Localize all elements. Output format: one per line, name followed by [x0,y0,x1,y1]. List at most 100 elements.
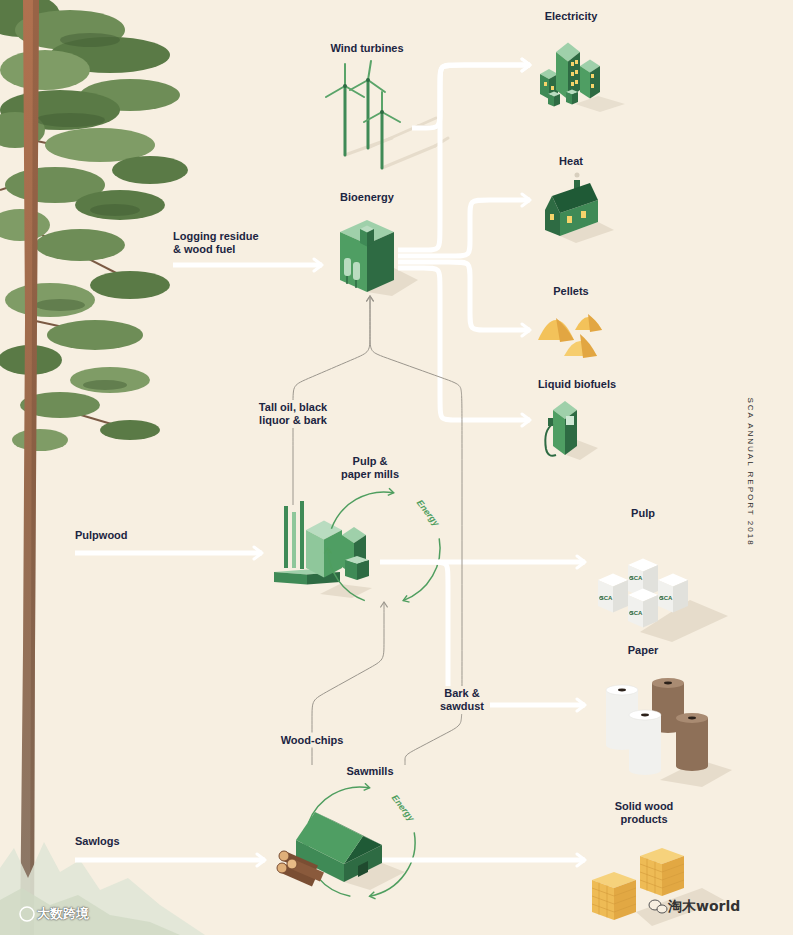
electricity-icon [540,43,625,113]
flow-arrow [398,262,530,330]
electricity-icon [571,82,574,86]
watermark: 大数跨境 [37,905,89,923]
paper-rolls-icon [606,685,638,695]
wind-turbine-icon [382,146,435,168]
electricity-icon [548,92,560,107]
sawmill-icon [358,861,368,877]
residue-stub [293,455,294,505]
fuel-pump-icon [548,418,553,426]
wind-turbine-icon [368,61,371,80]
node-label: Heat [536,155,606,168]
pellets-icon [588,314,602,332]
flow-arrow [398,200,530,256]
icon-node: Sawmills [270,765,410,885]
flow-arrow [293,296,370,455]
node-label: Pulp & paper mills [338,455,402,481]
sawmill-icon [296,812,363,864]
electricity-icon [591,84,594,88]
electricity-icon [556,43,580,100]
electricity-icon [575,70,578,74]
flow-arrow [398,268,530,420]
icon-node: Heat [530,155,610,240]
pine-foliage [5,283,95,317]
electricity-icon [551,86,554,90]
pine-foliage [83,380,127,390]
icon-node: Bioenergy [336,191,398,296]
heat-house-icon [545,173,614,244]
wind-turbine-icon [343,78,384,114]
icon-node: Pellets [530,285,615,360]
pulp-mill-icon [306,521,342,578]
pine-foliage [35,113,105,127]
input-arrow [75,858,265,863]
input-arrow [173,263,322,268]
flow-arrow [410,562,585,705]
wind-turbine-icon [326,61,400,122]
lumber-icon [614,888,636,912]
paper-rolls-icon [676,713,708,723]
bioenergy-plant-icon [344,258,351,276]
input-arrow [75,265,410,860]
watermark-icon [657,905,667,913]
pine-foliage [75,190,165,220]
bioenergy-plant-icon [353,262,360,280]
pellets-icon [538,314,602,358]
flow-label: Bark & sawdust [434,686,490,714]
energy-label: Energy [415,498,442,528]
electricity-icon [575,80,578,84]
wind-turbine-icon [366,78,370,82]
paper-rolls-icon [629,715,661,775]
pine-foliage [70,367,150,393]
sawlogs-icon [279,851,289,861]
bale-logo: SCA [600,595,613,601]
paper-rolls-icon [664,682,672,685]
fuel-pump-icon [545,424,556,456]
heat-house-icon [581,211,586,218]
node-label: Liquid biofuels [531,378,623,391]
bale-logo: SCA [660,595,673,601]
node-label: Wind turbines [323,42,411,55]
pine-foliage [60,33,120,47]
wind-turbine-icon [382,112,400,122]
pulp-mill-icon [284,506,288,568]
energy-cycle [331,492,393,529]
pulp-bales-icon [598,574,628,613]
misty-forest [0,842,205,935]
paper-rolls-icon [629,710,661,720]
pine-foliage [35,229,125,261]
input-arrow [75,551,262,556]
node-label: Paper [613,644,673,657]
pulp-bales-icon [598,559,728,643]
wind-turbine-icon [326,86,345,97]
pellets-icon [556,318,574,342]
electricity-icon [544,82,547,86]
pine-trunk [20,0,39,935]
paper-rolls-icon [618,689,626,692]
wind-turbine-icon [380,110,384,114]
electricity-icon [575,60,578,64]
watermark: 淘木world [668,898,740,916]
input-label: Sawlogs [75,835,120,848]
heat-house-icon [550,211,586,223]
heat-house-icon [575,173,580,178]
wind-turbine-icon [381,92,383,112]
pine-trunk [30,0,39,935]
input-label: Logging residue & wood fuel [173,230,265,256]
wind-turbine-icon [381,114,384,168]
wind-turbine-icon [368,126,418,148]
electricity-icon [571,62,574,66]
sawlogs-icon [287,859,297,869]
icon-node: Wind turbines [322,42,412,167]
paper-rolls-icon [688,717,696,720]
pine-foliage [0,50,90,90]
pellets-icon [580,334,597,358]
electricity-icon [580,60,600,99]
input-label: Pulpwood [75,529,128,542]
report-label: SCA ANNUAL REPORT 2018 [746,397,755,546]
heat-house-icon [550,214,554,220]
wind-turbine-icon [368,80,385,92]
pine-foliage [35,33,140,390]
energy-label: Energy [390,793,417,823]
pine-foliage [100,420,160,440]
pine-foliage [112,156,188,184]
